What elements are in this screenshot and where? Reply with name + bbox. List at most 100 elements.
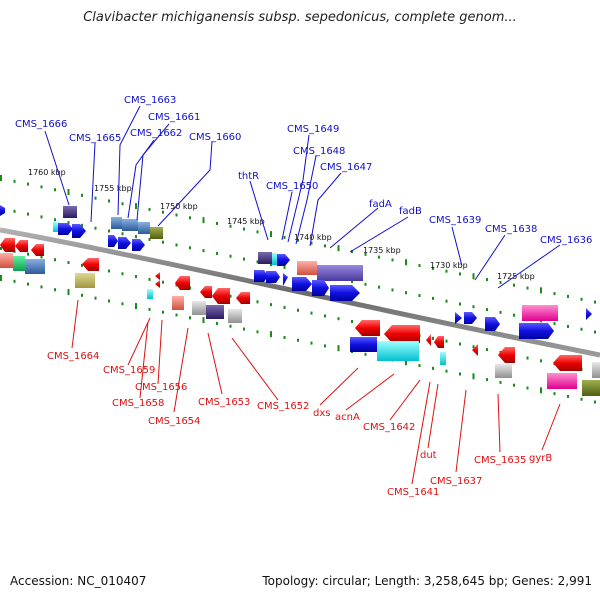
major-tick [472,373,475,380]
major-tick [0,275,2,281]
minor-tick [135,275,137,279]
minor-tick [513,383,515,387]
gene-feature [330,285,360,301]
leader-line [497,244,561,289]
minor-tick [175,213,178,217]
minor-tick [499,310,502,314]
leader-line [127,139,155,219]
minor-tick [297,308,299,312]
leader-line [44,130,70,206]
minor-tick [567,324,569,328]
minor-tick [175,243,178,247]
minor-tick [202,249,205,253]
forward-labels: CMS_1666 CMS_1665 CMS_1663 CMS_1661 CMS_… [15,95,592,246]
gene-feature [118,237,131,249]
gene-feature [495,364,512,378]
gene-feature [200,286,212,298]
leader-line [157,141,213,227]
gene-label: CMS_1648 [293,146,345,157]
minor-tick [216,321,218,325]
gene-feature [464,312,477,324]
minor-tick [378,285,380,289]
gene-label: CMS_1661 [148,112,200,123]
minor-tick [162,280,164,284]
accession-text: Accession: NC_010407 [10,574,147,588]
leader-line [349,216,409,253]
gene-label: fadB [399,206,422,217]
gene-feature [72,224,86,238]
leader-line [451,226,463,267]
minor-tick [94,196,97,200]
minor-tick [256,260,259,264]
major-tick [337,345,340,352]
minor-tick [297,338,299,342]
leader-line [287,134,310,243]
minor-tick [40,185,43,189]
minor-tick [324,314,326,318]
minor-tick [499,380,502,384]
gene-label: CMS_1642 [363,422,415,433]
gene-label: CMS_1662 [130,128,182,139]
gene-feature [138,222,150,234]
gene-feature [519,323,554,339]
major-tick [67,289,70,296]
minor-tick [256,330,259,334]
minor-tick [270,303,272,307]
gene-label: gyrB [529,453,552,464]
minor-tick [391,258,394,262]
scale-label: 1740 kbp [294,233,332,242]
scale-label: 1745 kbp [227,217,265,226]
minor-tick [121,202,124,206]
minor-tick [526,356,529,360]
leader-line [411,381,431,485]
minor-tick [459,342,461,346]
minor-tick [432,336,434,340]
reverse-labels: CMS_1664 CMS_1659 CMS_1656 CMS_1658 CMS_… [47,351,552,498]
leader-line [281,191,293,241]
minor-tick [243,327,245,331]
major-tick [337,245,340,252]
minor-tick [108,269,110,273]
leader-line [139,321,149,399]
minor-tick [175,313,178,317]
minor-tick [337,317,340,321]
minor-tick [418,364,421,368]
major-tick [270,331,272,338]
minor-tick [283,265,286,269]
gene-label: CMS_1637 [430,476,482,487]
minor-tick [243,257,245,261]
gene-label: CMS_1659 [103,365,155,376]
forward-genes [0,205,592,339]
minor-tick [459,302,461,306]
leader-line [427,383,439,449]
gene-feature [75,273,95,288]
major-tick [405,359,407,366]
minor-tick [445,339,448,343]
minor-tick [108,299,110,303]
gene-feature [547,373,577,389]
leader-line [249,180,269,241]
minor-tick [486,278,488,282]
minor-tick [229,324,232,328]
gene-feature [292,277,312,291]
minor-tick [27,252,29,256]
gene-feature [317,265,363,281]
gene-label: CMS_1649 [287,124,339,135]
minor-tick [594,330,596,334]
minor-tick [54,188,56,192]
minor-tick [162,210,164,214]
minor-tick [256,230,259,234]
gene-label: CMS_1658 [112,398,164,409]
minor-tick [108,199,110,203]
minor-tick [27,182,29,186]
minor-tick [418,264,421,268]
minor-tick [81,293,83,297]
minor-tick [229,294,232,298]
gene-label: thtR [238,171,259,182]
major-tick [472,273,475,280]
gene-feature [82,258,99,271]
minor-tick [472,345,475,349]
minor-tick [594,400,596,404]
minor-tick [148,307,151,311]
